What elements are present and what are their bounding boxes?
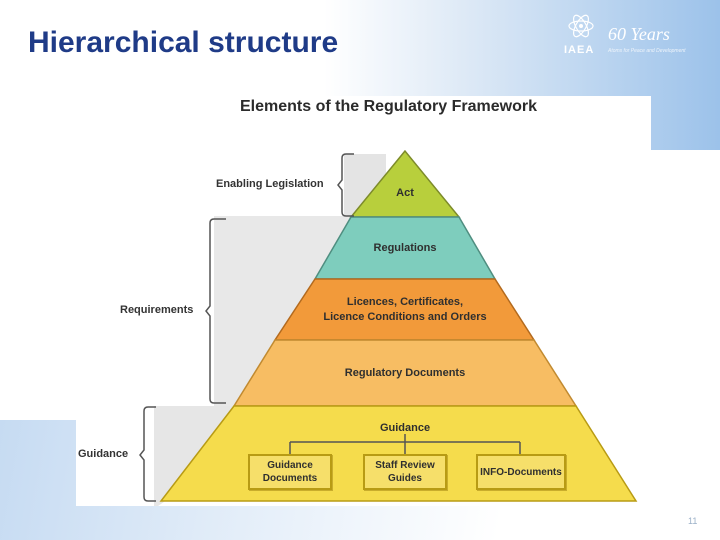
group-label-requirements: Requirements bbox=[120, 304, 194, 316]
guidance-item-line2: Documents bbox=[262, 473, 318, 484]
pyramid-diagram bbox=[139, 149, 638, 506]
slide-title: Hierarchical structure bbox=[28, 26, 339, 59]
regulatory-framework-figure: Elements of the Regulatory Framework Ena… bbox=[76, 96, 651, 506]
guidance-item-line1: Staff Review bbox=[375, 460, 435, 471]
iaea-logo: IAEA 60 Years Atoms for Peace and Develo… bbox=[560, 10, 710, 60]
guidance-item-line2: Guides bbox=[388, 473, 422, 484]
tier-label-licences-line1: Licences, Certificates, bbox=[346, 296, 464, 308]
guidance-item-line1: Guidance bbox=[267, 460, 313, 471]
figure-title: Elements of the Regulatory Framework bbox=[240, 98, 537, 115]
group-label-enabling-legislation: Enabling Legislation bbox=[216, 178, 324, 190]
tier-label-act: Act bbox=[396, 187, 414, 199]
tier-label-regulations: Regulations bbox=[373, 242, 437, 254]
tier-label-licences-line2: Licence Conditions and Orders bbox=[323, 311, 487, 323]
enabling-legislation-bracket bbox=[337, 153, 354, 217]
tier-label-regulatory-documents: Regulatory Documents bbox=[344, 367, 466, 379]
guidance-item-line1: INFO-Documents bbox=[480, 466, 562, 478]
guidance-item-info-documents: INFO-Documents bbox=[476, 454, 566, 490]
logo-years: 60 Years bbox=[608, 24, 670, 44]
page-number: 11 bbox=[688, 516, 698, 526]
group-label-guidance: Guidance bbox=[78, 448, 129, 460]
atom-emblem-icon bbox=[568, 14, 594, 38]
requirements-bracket bbox=[205, 218, 226, 404]
tier-label-guidance: Guidance bbox=[379, 422, 431, 434]
logo-org-name: IAEA bbox=[564, 44, 595, 56]
logo-tagline: Atoms for Peace and Development bbox=[608, 48, 686, 54]
guidance-bracket bbox=[139, 406, 156, 502]
tier-label-licences: Licences, Certificates, Licence Conditio… bbox=[323, 295, 486, 325]
